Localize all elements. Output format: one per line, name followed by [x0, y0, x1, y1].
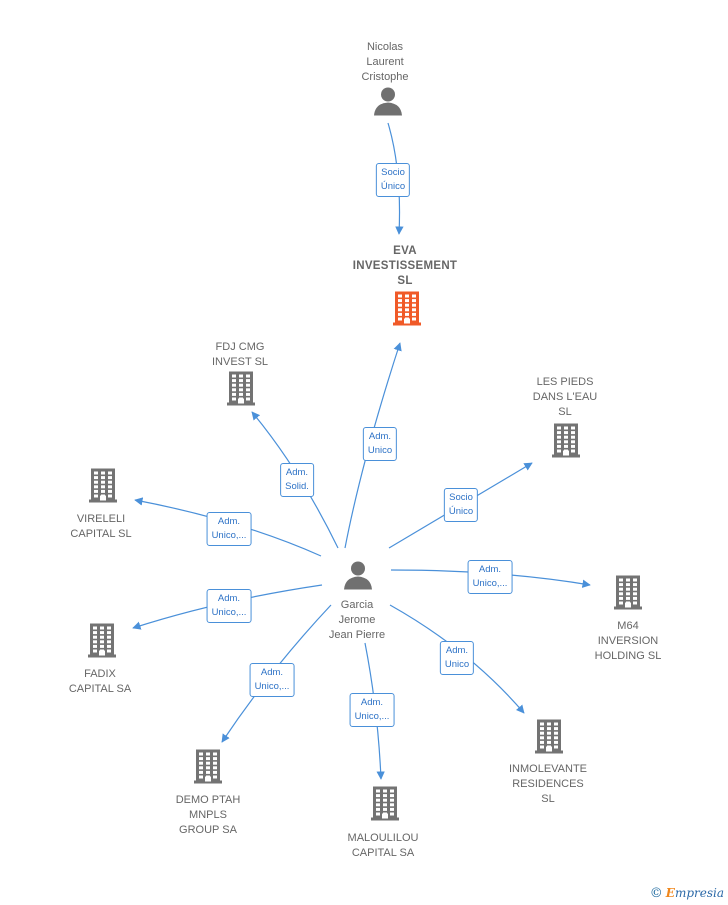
edge-label-garcia-eva: Adm. Unico — [362, 427, 398, 461]
building-icon[interactable] — [614, 575, 642, 615]
node-label-m64[interactable]: M64 INVERSION HOLDING SL — [594, 620, 662, 662]
edge-label-nicolas-eva: Socio Único — [375, 163, 411, 197]
edge-label-garcia-maloulilou: Adm. Unico,... — [349, 693, 395, 727]
edge-label-garcia-inmolevante: Adm. Unico — [439, 641, 475, 675]
building-icon[interactable] — [194, 749, 222, 789]
empresia-logo: ©Empresia — [649, 886, 724, 901]
building-icon[interactable] — [89, 468, 117, 508]
edge-label-garcia-vireleli: Adm. Unico,... — [206, 512, 252, 546]
edge-label-garcia-m64: Adm. Unico,... — [467, 560, 513, 594]
building-icon[interactable] — [88, 623, 116, 663]
person-icon[interactable] — [373, 86, 403, 121]
edge-label-garcia-fdj: Adm. Solid. — [280, 463, 314, 497]
node-label-lespieds[interactable]: LES PIEDS DANS L'EAU SL — [532, 376, 598, 418]
edge-label-garcia-demo: Adm. Unico,... — [249, 663, 295, 697]
edge-label-garcia-lespieds: Socio Único — [443, 488, 479, 522]
node-label-inmolevante[interactable]: INMOLEVANTE RESIDENCES SL — [508, 763, 588, 805]
building-icon[interactable] — [393, 291, 421, 331]
building-icon[interactable] — [552, 423, 580, 463]
building-icon[interactable] — [371, 786, 399, 826]
building-icon[interactable] — [227, 371, 255, 411]
node-label-vireleli[interactable]: VIRELELI CAPITAL SL — [70, 513, 132, 540]
edge-label-garcia-fadix: Adm. Unico,... — [206, 589, 252, 623]
building-icon[interactable] — [535, 719, 563, 759]
node-label-eva[interactable]: EVA INVESTISSEMENT SL — [352, 245, 458, 287]
node-label-maloulilou[interactable]: MALOULILOU CAPITAL SA — [347, 832, 419, 859]
person-icon[interactable] — [343, 560, 373, 595]
node-label-fadix[interactable]: FADIX CAPITAL SA — [68, 668, 132, 695]
node-label-garcia[interactable]: Garcia Jerome Jean Pierre — [328, 599, 386, 641]
node-label-demo[interactable]: DEMO PTAH MNPLS GROUP SA — [175, 794, 241, 836]
node-label-fdj[interactable]: FDJ CMG INVEST SL — [211, 341, 269, 368]
node-label-nicolas[interactable]: Nicolas Laurent Cristophe — [361, 41, 409, 83]
